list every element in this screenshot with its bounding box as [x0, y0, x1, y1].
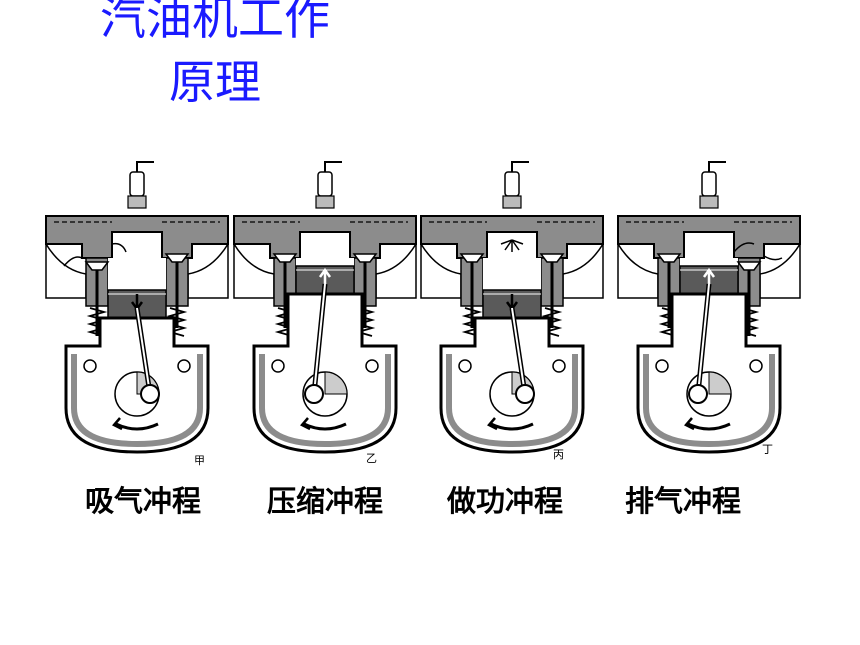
figure-label-ding: 丁 — [762, 443, 773, 456]
stroke-label-intake: 吸气冲程 — [84, 484, 201, 518]
spark-icon — [500, 239, 524, 252]
figure-label-jia: 甲 — [194, 454, 205, 467]
engine-diagram-exhaust — [614, 158, 804, 458]
title-line-2: 原理 — [169, 55, 261, 109]
stroke-label-compression: 压缩冲程 — [266, 484, 383, 518]
engine-diagram-intake — [42, 158, 232, 458]
page-title: 汽油机工作 原理 — [80, 0, 350, 114]
engine-diagram-compression — [230, 158, 420, 458]
figure-label-yi: 乙 — [366, 452, 377, 465]
figure-label-bing: 丙 — [553, 448, 564, 461]
title-line-1: 汽油机工作 — [100, 0, 330, 45]
stroke-label-exhaust: 排气冲程 — [624, 484, 741, 518]
engine-diagram-power — [417, 158, 607, 458]
stroke-label-power: 做功冲程 — [446, 484, 563, 518]
